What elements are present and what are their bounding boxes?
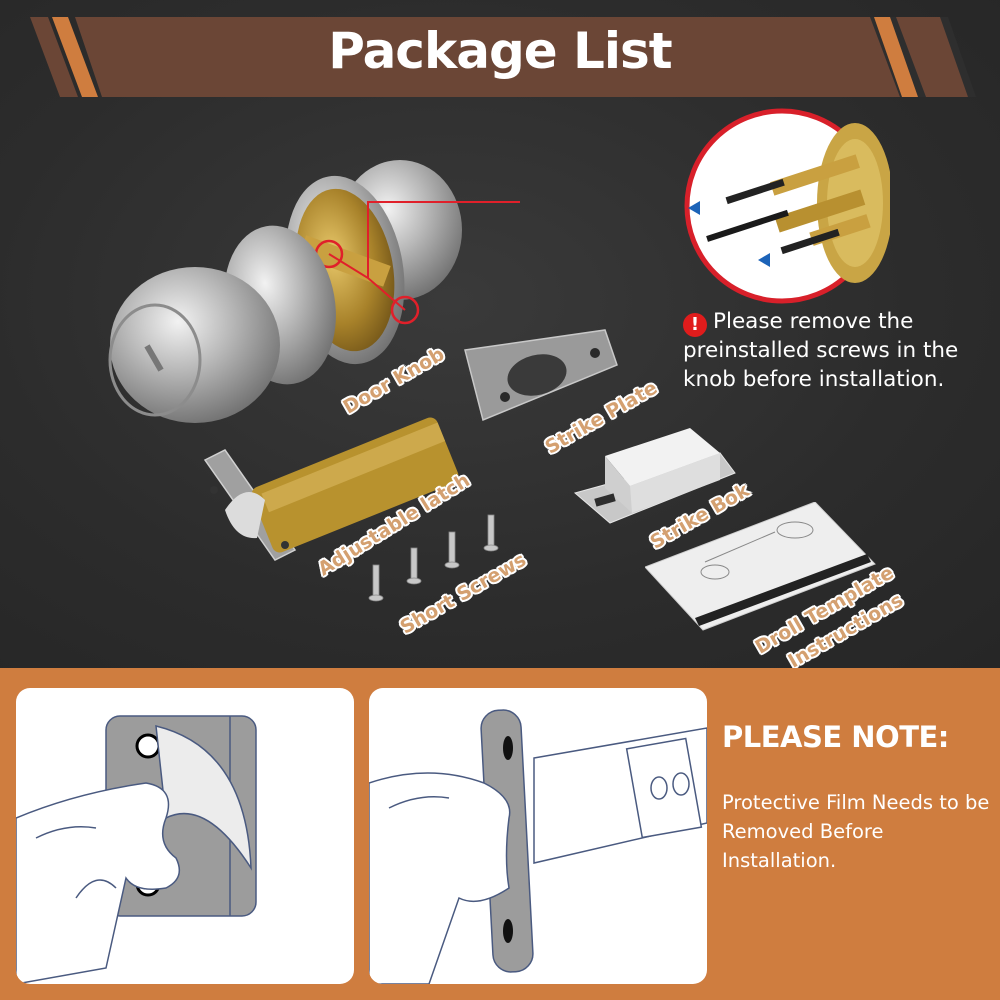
short-screws-image [368, 514, 499, 602]
banner-shape [30, 17, 976, 97]
adjustable-latch-image [203, 417, 459, 561]
strike-plate-image [464, 329, 618, 422]
film-peel-illustration-1 [16, 715, 257, 984]
product-showcase: Package List [0, 0, 1000, 673]
page-title: Package List [328, 22, 672, 80]
screw-removal-notice: !Please remove the preinstalled screws i… [683, 308, 993, 394]
strike-box-image [573, 428, 736, 524]
latch-film-illustration [369, 688, 707, 984]
screw-callout-image [684, 108, 890, 304]
door-knob-image [108, 160, 520, 423]
exclamation-icon: ! [683, 313, 707, 337]
drill-template-image [645, 502, 876, 631]
film-peel-illustration-2 [369, 709, 707, 984]
title-banner: Package List [0, 0, 1000, 110]
note-title: PLEASE NOTE: [722, 720, 949, 754]
strike-plate-film-illustration [16, 688, 354, 984]
notice-text: Please remove the preinstalled screws in… [683, 309, 959, 392]
note-section: PLEASE NOTE: Protective Film Needs to be… [0, 668, 1000, 1000]
note-body: Protective Film Needs to be Removed Befo… [722, 791, 990, 872]
